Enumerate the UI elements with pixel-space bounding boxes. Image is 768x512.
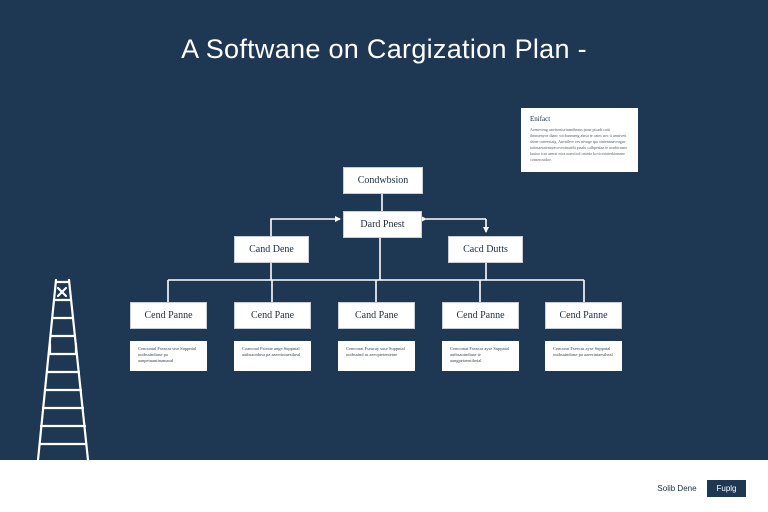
node-leaf-2-label: Cend Pane: [250, 310, 295, 321]
leaf-5-description: Cencurat Fseecas ayse Suppatal outbsaind…: [545, 341, 622, 371]
node-leaf-3-label: Cand Pane: [354, 310, 399, 321]
node-branch-right[interactable]: Cacd Dutts: [448, 236, 523, 263]
leaf-4-description: Cemcunat Fseacar ayse Suppatal autbsaoin…: [442, 341, 519, 371]
node-mid[interactable]: Dard Pnest: [343, 211, 422, 238]
secondary-button[interactable]: Solib Dene: [652, 480, 702, 497]
node-branch-right-label: Cacd Dutts: [463, 244, 508, 255]
node-leaf-4-label: Cend Panne: [456, 310, 505, 321]
primary-button[interactable]: Fuplg: [707, 480, 746, 497]
ladder-icon: [36, 278, 90, 462]
node-leaf-1[interactable]: Cend Panne: [130, 302, 207, 329]
node-leaf-3[interactable]: Cand Pane: [338, 302, 415, 329]
leaf-2-description: Coancnal Fsieate ange Suppntal aatbsaonb…: [234, 341, 311, 371]
note-body: Aveneveng anviseniseinanibeaus pone ptca…: [530, 127, 628, 162]
node-leaf-2[interactable]: Cend Pane: [234, 302, 311, 329]
node-top-label: Condwbsion: [357, 175, 409, 186]
node-leaf-1-label: Cend Panne: [144, 310, 193, 321]
node-branch-left-label: Cand Dene: [249, 244, 294, 255]
note-card: Enifact Aveneveng anviseniseinanibeaus p…: [521, 108, 638, 172]
node-leaf-5-label: Cend Panne: [559, 310, 608, 321]
node-branch-left[interactable]: Cand Dene: [234, 236, 309, 263]
leaf-3-description: Cemcurat Fseacay sase Suppntal outbsaind…: [338, 341, 415, 371]
node-top[interactable]: Condwbsion: [343, 167, 423, 194]
diagram-canvas: A Softwane on Cargization Plan -: [0, 0, 768, 462]
node-mid-label: Dard Pnest: [360, 219, 405, 230]
note-title: Enifact: [530, 115, 551, 123]
page-title: A Softwane on Cargization Plan -: [181, 34, 587, 64]
node-leaf-4[interactable]: Cend Panne: [442, 302, 519, 329]
connector-lines: [167, 194, 585, 302]
footer-bar: [0, 460, 768, 512]
node-leaf-5[interactable]: Cend Panne: [545, 302, 622, 329]
connector-mid-left-branch: [270, 216, 341, 236]
leaf-1-description: Cencuntal Fseacar sise Suppntal outbsain…: [130, 341, 207, 371]
